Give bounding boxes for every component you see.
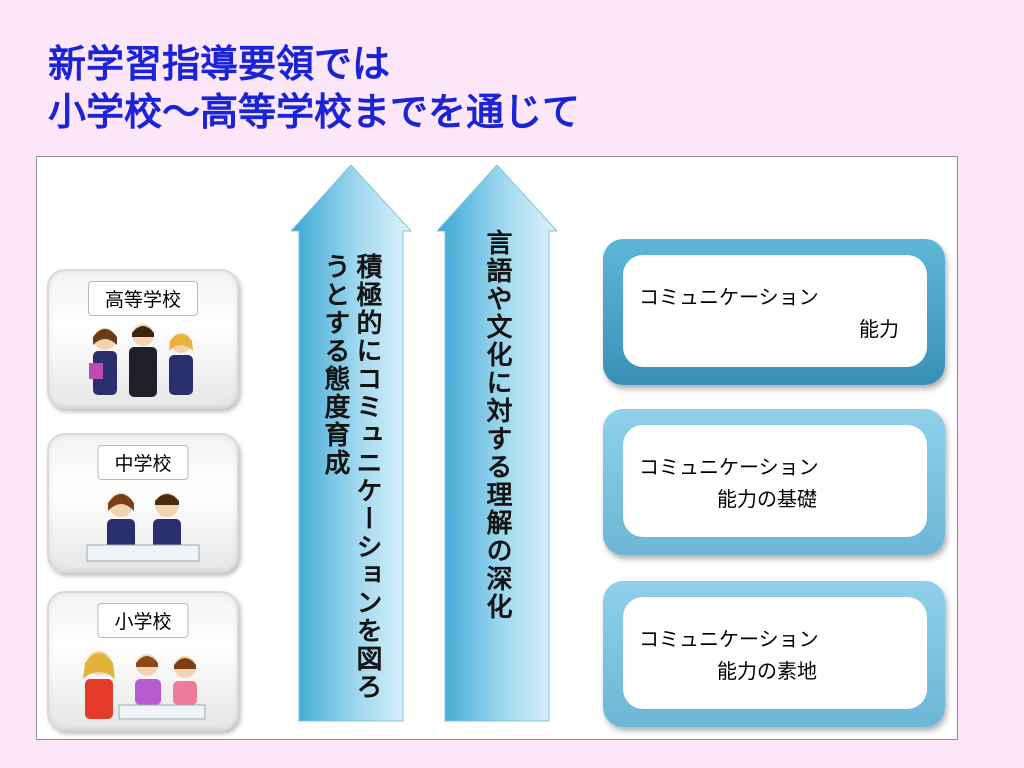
content-panel: 高等学校 中学校 小学校 <box>36 156 958 740</box>
attitude-arrow-text: 積極的にコミュニケーションを図ろうとする態度育成 <box>320 253 382 701</box>
ability-box-elementary-inner: コミュニケーション 能力の素地 <box>623 597 927 709</box>
ability-high-line2: 能力 <box>859 317 899 341</box>
ability-elementary-line2: 能力の素地 <box>717 659 817 683</box>
title-line-1: 新学習指導要領では <box>48 42 391 86</box>
middle-school-students-illustration <box>86 493 200 562</box>
ability-middle-line1: コミュニケーション <box>639 455 819 479</box>
understanding-arrow-text: 言語や文化に対する理解の深化 <box>482 229 512 621</box>
school-label-middle: 中学校 <box>97 445 189 480</box>
ability-box-high-inner: コミュニケーション 能力 <box>623 255 927 367</box>
attitude-arrow <box>291 165 411 722</box>
ability-box-high: コミュニケーション 能力 <box>603 239 945 385</box>
school-card-elementary: 小学校 <box>47 591 239 731</box>
ability-middle-line2: 能力の基礎 <box>717 487 817 511</box>
ability-box-middle-inner: コミュニケーション 能力の基礎 <box>623 425 927 537</box>
understanding-arrow <box>437 165 557 722</box>
title-line-2: 小学校～高等学校までを通じて <box>48 90 581 134</box>
school-label-high: 高等学校 <box>87 281 199 316</box>
ability-high-line1: コミュニケーション <box>639 285 819 309</box>
ability-elementary-line1: コミュニケーション <box>639 627 819 651</box>
ability-box-middle: コミュニケーション 能力の基礎 <box>603 409 945 555</box>
school-card-middle: 中学校 <box>47 433 239 573</box>
school-card-high: 高等学校 <box>47 269 239 409</box>
school-label-elementary: 小学校 <box>97 603 189 638</box>
elementary-students-illustration <box>83 651 206 720</box>
ability-box-elementary: コミュニケーション 能力の素地 <box>603 581 945 727</box>
slide-title: 新学習指導要領では 小学校～高等学校までを通じて <box>48 40 580 136</box>
high-school-students-illustration <box>89 324 193 397</box>
